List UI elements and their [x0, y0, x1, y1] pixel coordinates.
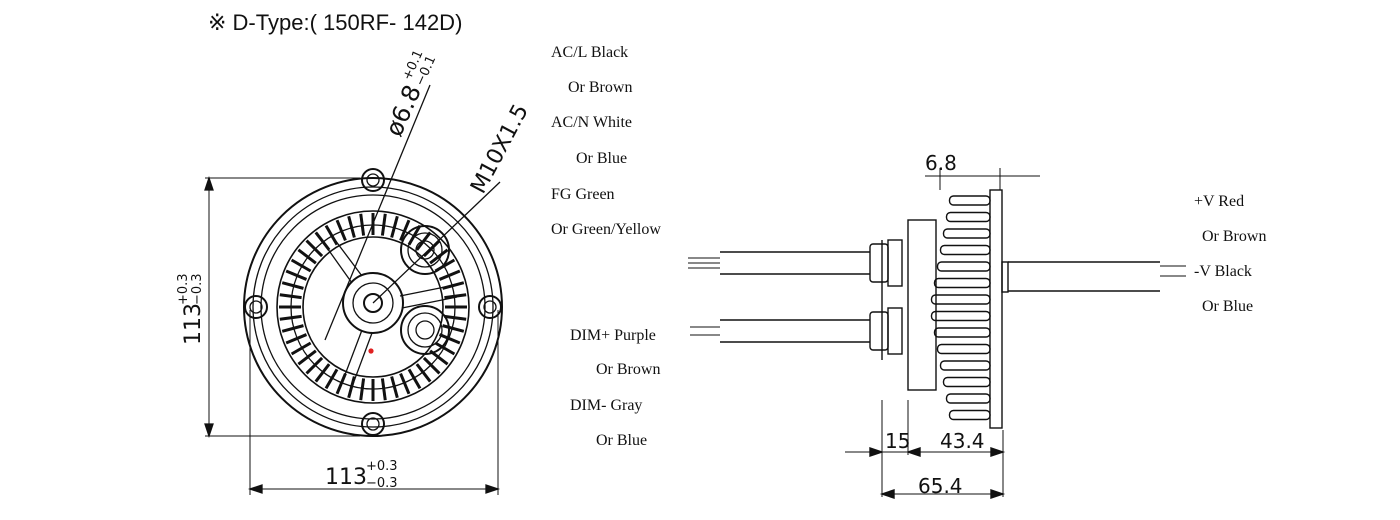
- fin-line: [347, 215, 356, 238]
- fin-line: [380, 213, 387, 236]
- width-dim-text: 113: [325, 465, 367, 490]
- fin-line: [285, 333, 308, 345]
- fin-line: [434, 341, 456, 356]
- height-dimension: 113 +0.3 −0.3: [176, 273, 206, 345]
- fin-line: [442, 324, 465, 333]
- wire-label: -V Black: [1194, 263, 1252, 280]
- fin-line: [290, 341, 312, 356]
- fin-line: [279, 314, 302, 321]
- fin-line: [359, 378, 366, 401]
- mounting-holes: [244, 168, 502, 436]
- fin-line: [290, 258, 312, 273]
- height-dim-text: 113: [181, 303, 206, 345]
- wire-label: FG Green: [551, 186, 615, 203]
- wire-label: Or Blue: [576, 150, 628, 167]
- side-fin: [948, 195, 991, 206]
- side-fin: [945, 393, 991, 404]
- fin-line: [438, 333, 461, 345]
- fin-line: [314, 363, 331, 383]
- fin-line: [281, 281, 304, 290]
- fin-line: [415, 363, 432, 383]
- side-fin: [939, 244, 991, 256]
- side-fin: [933, 327, 991, 338]
- side-fin: [945, 211, 991, 223]
- fin-line: [285, 269, 308, 281]
- fin-line: [324, 368, 339, 390]
- side-heatsink-fins: [930, 195, 991, 421]
- heatsink-fins: [279, 213, 467, 401]
- fin-line: [399, 372, 411, 395]
- side-fin: [930, 310, 991, 322]
- width-tol-minus: −0.3: [366, 476, 398, 491]
- fin-line: [422, 239, 441, 258]
- fin-line: [380, 378, 387, 401]
- red-marker: [368, 348, 374, 354]
- side-fin: [942, 376, 991, 388]
- fin-line: [390, 215, 399, 238]
- diagram-title: ※ D-Type:( 150RF- 142D): [208, 10, 463, 35]
- fin-line: [429, 248, 449, 265]
- hole-dimension: ø6.8 +0.1 −0.1: [380, 48, 439, 141]
- thread-dim-text: M10X1.5: [466, 100, 534, 197]
- fin-line: [444, 314, 467, 321]
- ac-input-cable: [688, 251, 870, 275]
- fin-line: [297, 349, 317, 366]
- wire-label: DIM- Gray: [570, 397, 643, 414]
- side-top-dim: 6.8: [925, 151, 957, 175]
- fin-line: [407, 368, 422, 390]
- fin-line: [305, 239, 324, 258]
- fin-line: [399, 219, 411, 242]
- thread-dimension: M10X1.5: [466, 100, 534, 197]
- wire-label: DIM+ Purple: [570, 327, 656, 344]
- cable-gland-2: [400, 305, 450, 355]
- fin-line: [324, 224, 339, 246]
- fin-line: [390, 376, 399, 399]
- fin-line: [438, 269, 461, 281]
- fin-line: [359, 213, 366, 236]
- wire-label: AC/L Black: [551, 44, 629, 61]
- side-fin: [948, 409, 991, 421]
- cable-gland-1: [400, 225, 450, 275]
- fin-line: [422, 356, 441, 375]
- height-tol-minus: −0.3: [190, 273, 205, 305]
- wire-label: Or Blue: [1202, 298, 1254, 315]
- side-fin: [930, 294, 991, 305]
- center-hub: [324, 239, 458, 393]
- fin-line: [297, 248, 317, 265]
- wire-label: AC/N White: [551, 114, 633, 131]
- width-tol-plus: +0.3: [366, 459, 398, 474]
- wire-label: Or Green/Yellow: [551, 221, 661, 238]
- wire-label: Or Brown: [596, 361, 661, 378]
- width-dimension: 113 +0.3 −0.3: [325, 459, 398, 491]
- side-dim-15: 15: [885, 429, 910, 453]
- side-view: [688, 168, 1186, 499]
- side-fin: [933, 277, 991, 289]
- side-dim-65-4: 65.4: [918, 474, 963, 498]
- fin-line: [335, 219, 347, 242]
- wire-label: Or Brown: [1202, 228, 1267, 245]
- dim-cable: [690, 319, 870, 343]
- fin-line: [279, 293, 302, 300]
- side-dim-43-4: 43.4: [940, 429, 985, 453]
- wire-label: Or Brown: [568, 79, 633, 96]
- side-fin: [936, 261, 991, 272]
- fin-line: [305, 356, 324, 375]
- wire-label: +V Red: [1194, 193, 1245, 210]
- fin-line: [444, 293, 467, 300]
- front-view: [204, 84, 503, 495]
- side-fin: [939, 360, 991, 371]
- height-tol-plus: +0.3: [176, 273, 191, 305]
- side-fin: [942, 228, 991, 239]
- fin-line: [281, 324, 304, 333]
- side-fin: [936, 343, 991, 355]
- wire-label: Or Blue: [596, 432, 648, 449]
